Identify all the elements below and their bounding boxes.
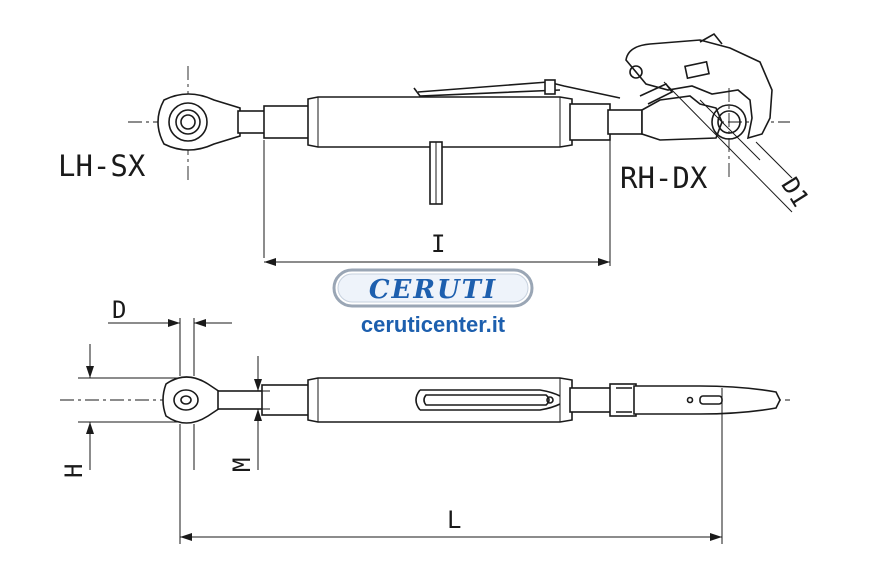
quick-hook [625,32,773,178]
dimension-M: M [228,356,270,472]
left-ball-joint [157,66,241,180]
right-hand-label: RH-DX [620,161,708,195]
turnbuckle-side [217,377,781,544]
dim-label-L: L [447,506,461,534]
dimension-L: L [180,506,722,541]
left-threaded-rod [237,105,311,258]
dim-label-D: D [112,296,126,324]
turnbuckle-body [307,79,621,205]
brand-logo: CERUTI [332,268,534,308]
top-view: I D1 LH-SX RH-DX [58,32,815,266]
left-eye-side [162,318,221,544]
dim-label-D1: D1 [775,172,814,211]
dim-label-I: I [431,230,445,258]
left-hand-label: LH-SX [58,149,146,183]
dimension-I: I [264,230,610,266]
dimension-D: D [108,296,232,327]
dim-label-H: H [60,464,88,478]
brand-website: ceruticenter.it [361,312,506,337]
dim-label-M: M [228,458,256,472]
brand-name: CERUTI [369,275,497,305]
right-threaded-rod [569,103,643,266]
dimension-H: H [60,344,178,478]
bottom-view: D H M L [60,296,790,544]
